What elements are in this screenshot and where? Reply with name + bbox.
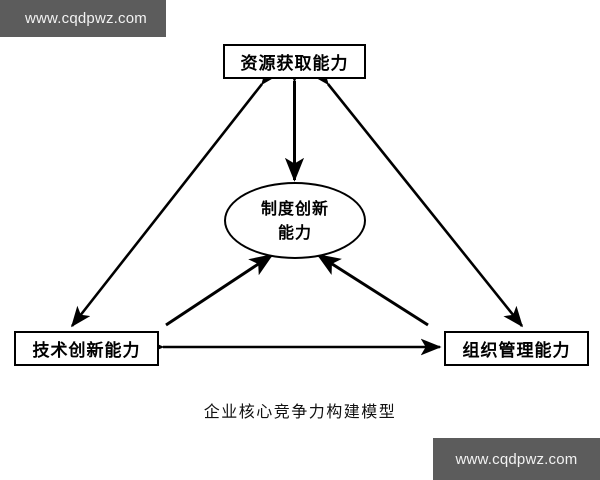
connector-bottomright-center [316, 253, 429, 327]
node-resource-acquisition[interactable]: 资源获取能力 [223, 44, 366, 79]
node-organizational-management-label: 组织管理能力 [462, 341, 571, 361]
node-resource-acquisition-label: 资源获取能力 [240, 54, 349, 74]
node-institutional-innovation[interactable]: 制度创新 能力 [224, 182, 366, 259]
watermark-bottom: www.cqdpwz.com [433, 438, 600, 480]
watermark-bottom-text: www.cqdpwz.com [455, 450, 578, 468]
connector-bottomleft-center [165, 253, 274, 327]
watermark-top: www.cqdpwz.com [0, 0, 166, 37]
node-technological-innovation-label: 技术创新能力 [32, 341, 141, 361]
diagram-caption: 企业核心竞争力构建模型 [203, 402, 397, 421]
connector-top-bottomright [309, 63, 524, 328]
node-institutional-innovation-label-line2: 能力 [277, 222, 312, 242]
node-institutional-innovation-label-line1: 制度创新 [260, 199, 329, 219]
connector-top-bottomleft [70, 63, 281, 328]
node-technological-innovation[interactable]: 技术创新能力 [14, 331, 159, 366]
watermark-top-text: www.cqdpwz.com [24, 10, 147, 27]
node-organizational-management[interactable]: 组织管理能力 [444, 331, 589, 366]
